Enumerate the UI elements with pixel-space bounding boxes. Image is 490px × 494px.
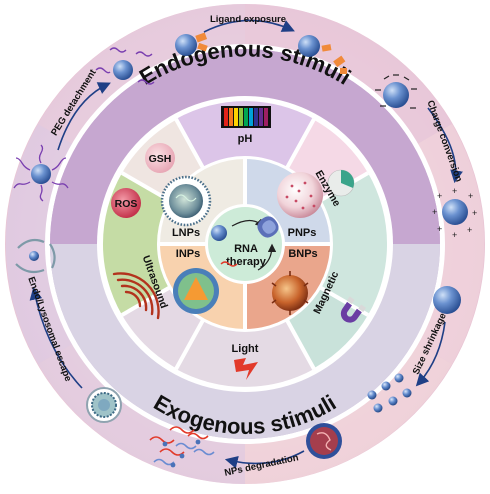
ph-label: pH [238,133,253,145]
charge-minus-signs [375,74,417,109]
svg-text:+: + [437,224,442,234]
ros-icon [111,188,141,218]
peg-detached-chains [95,47,155,85]
ph-stimulus: pH [221,106,271,145]
svg-text:+: + [472,208,477,218]
peg-particle-before [31,164,51,184]
center-arrow-bottom [257,243,277,271]
gsh-icon [145,143,175,173]
rna-strand-icon [220,261,238,267]
escape-arrow [29,286,83,389]
pnps-label: PNPs [288,227,317,239]
bnp-particle: BNPs [271,248,318,315]
ligand-released-icon-3 [340,68,347,74]
svg-text:+: + [467,225,472,235]
peg-chains [13,144,69,202]
ligand-arrow [203,19,295,33]
cell-target-icon [257,216,279,238]
degradation-dots [162,439,201,468]
bnp-core [272,275,308,311]
light-bolt-icon [234,358,258,380]
ph-color-bars [224,108,268,126]
svg-text:+: + [452,186,457,196]
ligand-shield-icon [195,32,208,43]
pnp-core [277,172,323,218]
charge-plus-signs: ++ ++ ++ ++ [432,186,477,240]
released-cargo [29,251,39,261]
lnp-particle: LNPs [160,175,212,239]
size-small-particles [367,373,412,413]
inps-label: INPs [176,248,200,260]
pnp-particle: PNPs [277,172,323,239]
ultrasound-waves-icon [112,272,160,320]
inp-core [184,277,208,300]
light-stimulus: Light [232,343,259,380]
svg-text:+: + [468,191,473,201]
bnp-spikes [271,271,309,315]
center-label-rna: RNA [234,243,258,255]
ruptured-endosome [15,238,56,274]
svg-text:+: + [437,191,442,201]
charge-particle-after [442,199,468,225]
rna-therapy-center: RNA therapy [211,216,279,271]
svg-text:+: + [432,207,437,217]
bnps-label: BNPs [288,248,317,260]
size-particle-large [433,286,461,314]
lnp-rna [175,194,197,202]
size-arrow [415,321,446,387]
gsh-label: GSH [149,153,172,165]
endosome-core [98,399,110,411]
pnp-dots [285,181,316,210]
ligand-shield-icon-2 [197,42,208,52]
ligand-exposure-group: Ligand exposure [175,14,347,74]
charge-arrow [427,107,463,184]
light-label: Light [232,343,259,355]
peg-particle-after [113,60,133,80]
ligand-particle-after [298,35,320,57]
magnet-tip-right [358,304,367,313]
ligand-label: Ligand exposure [210,14,286,25]
ligand-released-icon [321,44,332,52]
svg-text:+: + [452,230,457,240]
inp-particle: INPs [173,248,219,314]
degradation-core [310,427,338,455]
ros-label: ROS [115,198,138,210]
magnet-tip-left [346,296,355,304]
degradation-strands [316,432,332,451]
lnp-core [169,184,203,218]
magnet-icon [340,301,362,323]
ligand-released-icon-2 [333,55,346,68]
center-particle-left [211,225,227,241]
lnps-label: LNPs [172,227,200,239]
degradation-arrow [224,450,305,469]
peg-arrow [57,82,111,151]
ligand-particle-before [175,34,197,56]
enzyme-wedge-icon [341,170,355,188]
charge-particle-before [383,82,409,108]
